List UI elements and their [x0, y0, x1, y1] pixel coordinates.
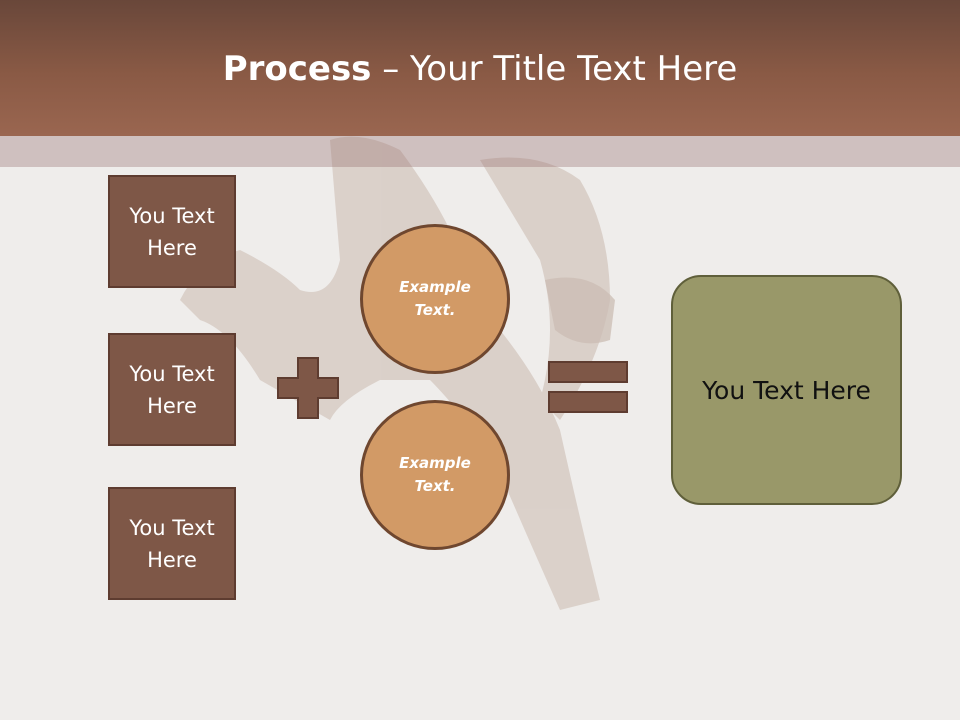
title-shadow-band: [0, 136, 960, 167]
text-box-3[interactable]: You Text Here: [108, 487, 236, 600]
title-bold: Process: [222, 49, 372, 89]
plus-icon: [277, 357, 339, 419]
text-box-1[interactable]: You Text Here: [108, 175, 236, 288]
example-circle-1-label: Example Text.: [399, 278, 471, 319]
text-box-1-label: You Text Here: [129, 203, 215, 260]
example-circle-1[interactable]: Example Text.: [360, 224, 510, 374]
text-box-2[interactable]: You Text Here: [108, 333, 236, 446]
slide-title: Process – Your Title Text Here: [223, 49, 738, 89]
title-bar: Process – Your Title Text Here: [0, 0, 960, 136]
example-circle-2[interactable]: Example Text.: [360, 400, 510, 550]
result-box[interactable]: You Text Here: [671, 275, 902, 505]
text-box-2-label: You Text Here: [129, 361, 215, 418]
title-rest: – Your Title Text Here: [371, 49, 738, 89]
result-box-label: You Text Here: [702, 375, 871, 405]
equals-icon: [548, 361, 628, 413]
example-circle-2-label: Example Text.: [399, 454, 471, 495]
text-box-3-label: You Text Here: [129, 515, 215, 572]
